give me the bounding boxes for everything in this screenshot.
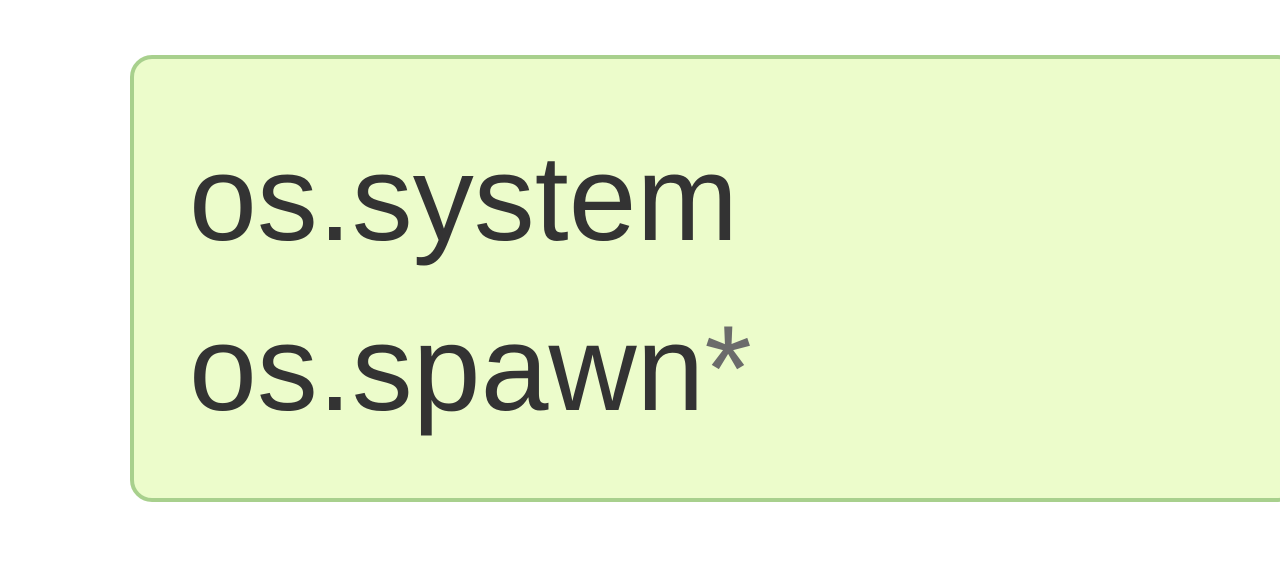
diagram-node: os.system os.spawn* xyxy=(130,55,1280,502)
node-line-suffix-asterisk: * xyxy=(704,300,752,436)
node-line-os-system: os.system xyxy=(189,137,738,259)
node-line-text: os.system xyxy=(189,130,739,266)
node-line-os-spawn: os.spawn* xyxy=(189,307,752,429)
node-line-text: os.spawn xyxy=(189,300,705,436)
